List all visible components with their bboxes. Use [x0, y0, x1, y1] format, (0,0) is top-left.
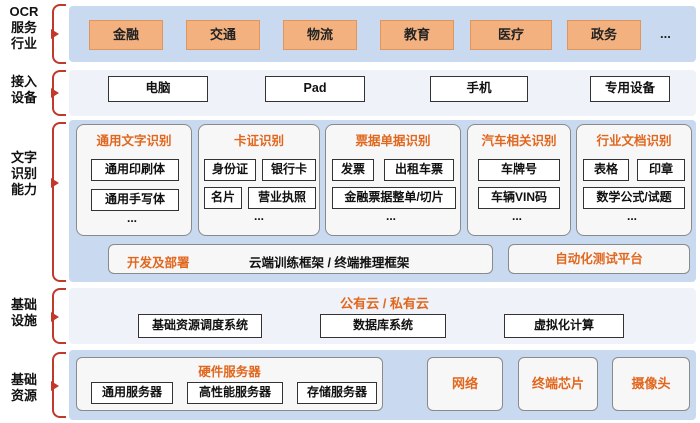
- group-title: 票据单据识别: [355, 134, 431, 148]
- resource-network: 网络: [427, 357, 503, 411]
- capability-item: 通用手写体: [91, 189, 179, 211]
- capability-item: 出租车票: [384, 159, 454, 181]
- capability-item: 名片: [204, 187, 242, 209]
- capability-item: 数学公式/试题: [583, 187, 685, 209]
- infra-virtualization: 虚拟化计算: [504, 314, 624, 338]
- industry-item-finance: 金融: [89, 20, 163, 50]
- hardware-item: 通用服务器: [91, 382, 173, 404]
- device-pad: Pad: [265, 76, 365, 102]
- capability-item: 表格: [583, 159, 629, 181]
- hardware-server-title: 硬件服务器: [198, 365, 261, 379]
- bracket-capability: [52, 122, 66, 282]
- capability-group-card: 卡证识别 身份证 银行卡 名片 营业执照 ...: [198, 124, 320, 236]
- hardware-item: 高性能服务器: [187, 382, 283, 404]
- bracket-arrow-icon: [51, 312, 59, 322]
- capability-group-general: 通用文字识别 通用印刷体 通用手写体 ...: [76, 124, 192, 236]
- capability-group-bills: 票据单据识别 发票 出租车票 金融票据整单/切片 ...: [325, 124, 461, 236]
- industry-ellipsis: ...: [660, 26, 671, 41]
- capability-item: 通用印刷体: [91, 159, 179, 181]
- auto-test-bar: 自动化测试平台: [508, 244, 690, 274]
- framework-label: 云端训练框架 / 终端推理框架: [249, 256, 410, 270]
- capability-item: 金融票据整单/切片: [332, 187, 456, 209]
- group-ellipsis: ...: [512, 209, 523, 223]
- hardware-server-group: 硬件服务器 通用服务器 高性能服务器 存储服务器: [76, 357, 383, 411]
- group-title: 卡证识别: [233, 134, 284, 148]
- capability-item: 发票: [332, 159, 374, 181]
- row-label-infra: 基础 设施: [10, 297, 37, 328]
- capability-item: 银行卡: [262, 159, 316, 181]
- group-ellipsis: ...: [386, 209, 397, 223]
- group-ellipsis: ...: [127, 211, 138, 225]
- capability-item: 身份证: [204, 159, 256, 181]
- device-dedicated: 专用设备: [590, 76, 670, 102]
- capability-item: 车牌号: [478, 159, 560, 181]
- industry-item-logistics: 物流: [283, 20, 357, 50]
- industry-item-transport: 交通: [186, 20, 260, 50]
- row-label-device: 接入 设备: [10, 74, 37, 105]
- industry-item-government: 政务: [567, 20, 641, 50]
- group-title: 汽车相关识别: [481, 134, 557, 148]
- group-ellipsis: ...: [627, 209, 638, 223]
- capability-item: 车辆VIN码: [478, 187, 560, 209]
- capability-item: 营业执照: [248, 187, 316, 209]
- infra-scheduler: 基础资源调度系统: [138, 314, 262, 338]
- device-phone: 手机: [430, 76, 528, 102]
- group-title: 通用文字识别: [96, 134, 172, 148]
- row-label-industry: OCR 服务 行业: [9, 4, 39, 51]
- device-pc: 电脑: [108, 76, 208, 102]
- bracket-arrow-icon: [51, 29, 59, 39]
- group-title: 行业文档识别: [596, 134, 672, 148]
- bracket-arrow-icon: [51, 178, 59, 188]
- resource-chip: 终端芯片: [518, 357, 598, 411]
- dev-deploy-bar: 开发及部署 云端训练框架 / 终端推理框架: [108, 244, 493, 274]
- infra-database: 数据库系统: [320, 314, 446, 338]
- industry-item-education: 教育: [380, 20, 454, 50]
- hardware-item: 存储服务器: [297, 382, 377, 404]
- capability-group-document: 行业文档识别 表格 印章 数学公式/试题 ...: [576, 124, 692, 236]
- bracket-arrow-icon: [51, 381, 59, 391]
- capability-group-vehicle: 汽车相关识别 车牌号 车辆VIN码 ...: [467, 124, 571, 236]
- bracket-arrow-icon: [51, 88, 59, 98]
- capability-item: 印章: [637, 159, 685, 181]
- row-label-capability: 文字 识别 能力: [10, 150, 37, 197]
- auto-test-label: 自动化测试平台: [555, 252, 643, 266]
- industry-item-medical: 医疗: [470, 20, 552, 50]
- dev-deploy-label: 开发及部署: [127, 256, 190, 270]
- infra-title: 公有云 / 私有云: [340, 296, 429, 311]
- row-label-resource: 基础 资源: [10, 372, 37, 403]
- group-ellipsis: ...: [254, 209, 265, 223]
- resource-camera: 摄像头: [612, 357, 690, 411]
